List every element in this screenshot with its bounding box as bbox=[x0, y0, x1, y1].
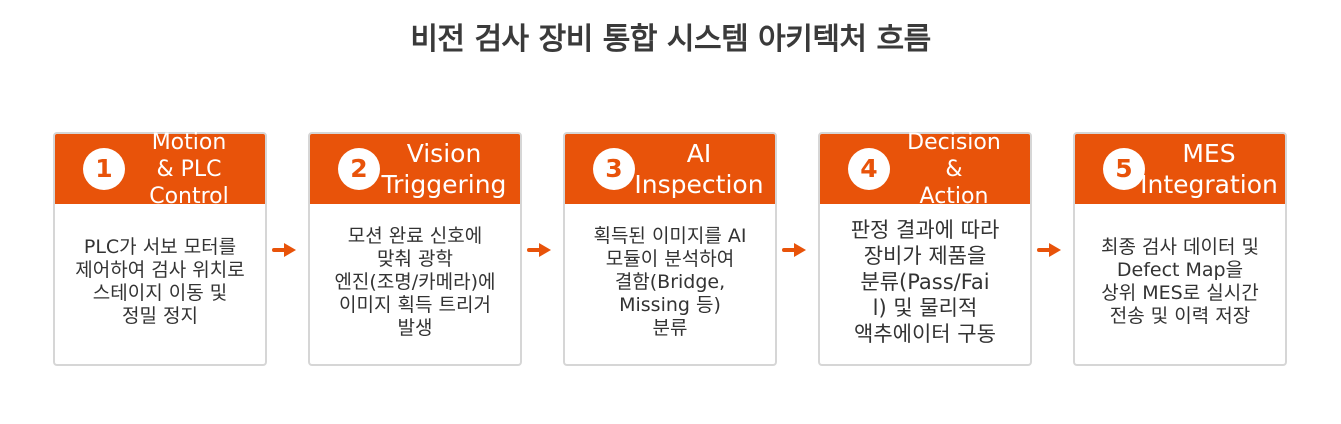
step-title: MES Integration bbox=[1140, 139, 1278, 199]
arrow-right-icon bbox=[527, 243, 551, 257]
step-number-badge: 3 bbox=[593, 148, 635, 190]
step-number-badge: 1 bbox=[83, 148, 125, 190]
step-header: 3 AI Inspection bbox=[565, 134, 775, 204]
step-description: 최종 검사 데이터 및 Defect Map을 상위 MES로 실시간 전송 및… bbox=[1101, 236, 1259, 327]
arrow-right-icon bbox=[782, 243, 806, 257]
step-description: 판정 결과에 따라 장비가 제품을 분류(Pass/Fai l) 및 물리적 액… bbox=[850, 218, 1000, 346]
page-title: 비전 검사 장비 통합 시스템 아키텍처 흐름 bbox=[410, 22, 931, 57]
step-description: 모션 완료 신호에 맞춰 광학 엔진(조명/카메라)에 이미지 획득 트리거 발… bbox=[334, 224, 496, 339]
step-header: 1 Motion & PLC Control bbox=[55, 129, 265, 209]
step-header: 5 MES Integration bbox=[1075, 134, 1285, 204]
step-title: Decision & Action bbox=[907, 129, 1001, 209]
arrow-right-icon bbox=[1037, 243, 1061, 257]
step-title: AI Inspection bbox=[634, 139, 764, 199]
step-title: Motion & PLC Control bbox=[149, 129, 229, 209]
step-card-1: 1 Motion & PLC Control PLC가 서보 모터를 제어하여 … bbox=[53, 129, 267, 366]
step-number-badge: 4 bbox=[848, 148, 890, 190]
step-description: PLC가 서보 모터를 제어하여 검사 위치로 스테이지 이동 및 정밀 정지 bbox=[75, 236, 245, 327]
step-card-5: 5 MES Integration 최종 검사 데이터 및 Defect Map… bbox=[1073, 132, 1287, 366]
step-header: 2 Vision Triggering bbox=[310, 134, 520, 204]
step-description: 획득된 이미지를 AI 모듈이 분석하여 결함(Bridge, Missing … bbox=[593, 224, 747, 339]
step-card-4: 4 Decision & Action 판정 결과에 따라 장비가 제품을 분류… bbox=[818, 129, 1032, 366]
arrow-right-icon bbox=[272, 243, 296, 257]
step-number-badge: 5 bbox=[1103, 148, 1145, 190]
step-number-badge: 2 bbox=[338, 148, 380, 190]
step-card-3: 3 AI Inspection 획득된 이미지를 AI 모듈이 분석하여 결함(… bbox=[563, 132, 777, 366]
step-header: 4 Decision & Action bbox=[820, 129, 1030, 209]
step-title: Vision Triggering bbox=[381, 139, 507, 199]
step-card-2: 2 Vision Triggering 모션 완료 신호에 맞춰 광학 엔진(조… bbox=[308, 132, 522, 366]
